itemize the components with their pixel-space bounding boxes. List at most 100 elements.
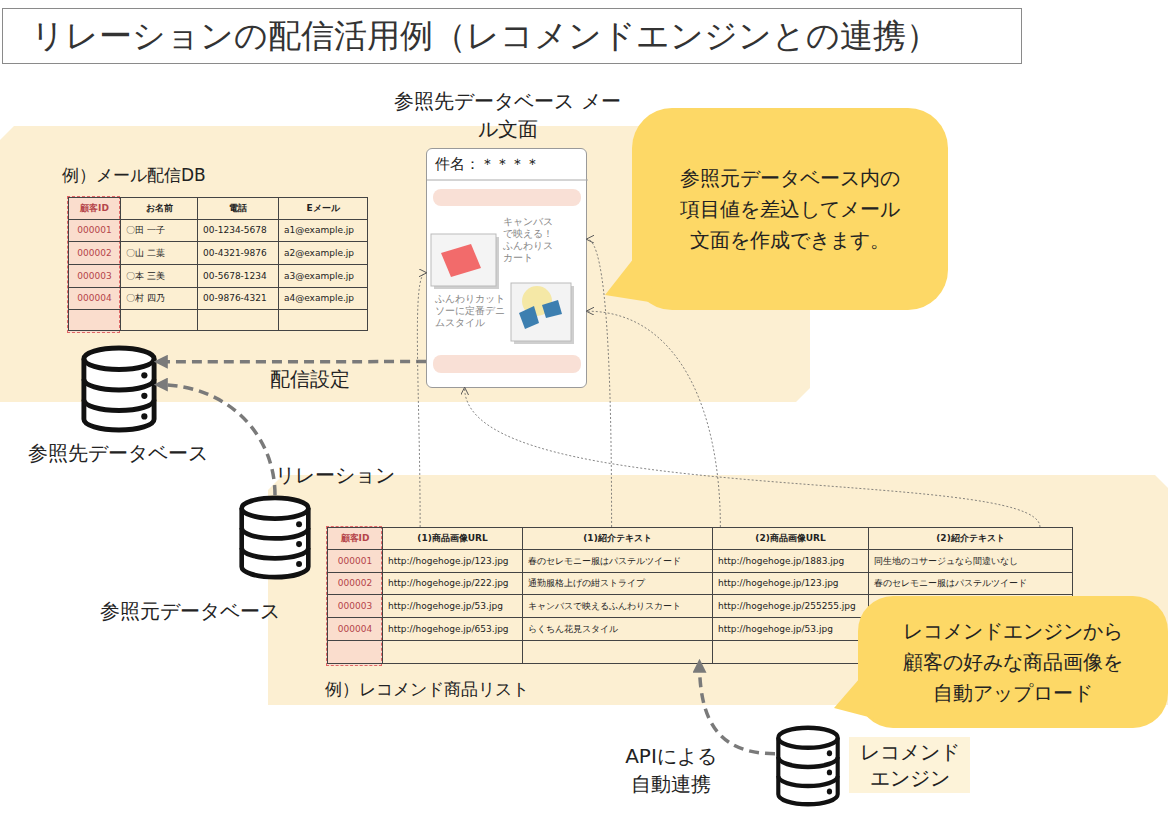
db-dot [141,393,147,399]
table-cell: a2@example.jp [278,241,368,265]
table-cell: http://hogehoge.jp/53.jpg [712,617,869,641]
db-body [84,348,154,430]
table-cell [278,309,368,331]
table-cell-text: 00-4321-9876 [198,242,278,264]
table-cell: キャンバスで映えるふんわりスカート [522,594,713,618]
id-column-highlight [326,526,382,666]
table-cell: 春のセレモニー服はパステルツイード [522,549,713,573]
connector-label: 配信設定 [270,366,350,393]
product-image [431,234,496,286]
db-body [778,728,837,805]
connector [700,663,776,754]
table-cell-text: http://hogehoge.jp/255255.jpg [713,595,868,617]
table-cell-text: 顧客ID [69,198,120,219]
table-cell: 00-9876-4321 [197,287,279,310]
database-icon: 参照先データベース [80,345,158,433]
table-cell: 〇田 一子 [120,219,198,242]
table-cell: a4@example.jp [278,287,368,310]
table-cell-text: 000001 [328,550,382,572]
table-cell: 00-1234-5678 [197,219,279,242]
db-ring [778,776,837,786]
table-cell: 000004 [327,617,383,641]
table-cell: 春のセレモニー服はパステルツイード [868,572,1073,595]
table-cell: 000002 [327,572,383,595]
db-dot [296,561,302,567]
table-cell-text: http://hogehoge.jp/222.jpg [383,573,522,594]
table-cell [68,309,121,331]
table-cell-text: 通勤服格上げの紺ストライプ [523,573,712,594]
callout-bubble: 参照元データベース内の項目値を差込してメール文面を作成できます。 [632,108,948,310]
database-icon: 参照元データベース [238,495,312,580]
table-cell: http://hogehoge.jp/222.jpg [382,572,523,595]
node-text: 件名：＊＊＊＊ [435,155,540,174]
table-cell: (1)商品画像URL [382,527,523,550]
table-cell: http://hogehoge.jp/123.jpg [382,549,523,573]
table-cell: (2)商品画像URL [712,527,869,550]
db-ring [84,379,154,390]
header-bar [433,189,581,206]
table-cell: 〇村 四乃 [120,287,198,310]
database-icon: レコメンドエンジン [775,725,841,807]
table-cell: http://hogehoge.jp/123.jpg [712,572,869,595]
table-cell: (1)紹介テキスト [522,527,713,550]
table-cell-text: 000002 [69,242,120,264]
table-cell-text: (2)紹介テキスト [869,528,1072,549]
table-cell: 〇本 三美 [120,264,198,288]
table-cell: 電話 [197,197,279,220]
table-cell-text: 春のセレモニー服はパステルツイード [523,550,712,572]
table-cell-text: (2)商品画像URL [713,528,868,549]
table-cell: 顧客ID [68,197,121,220]
connector [587,239,612,527]
node-text: 参照元データベース [100,598,280,625]
table-cell-text: 同生地のコサージュなら間違いなし [869,550,1072,572]
table-cell-text: お名前 [121,198,197,219]
table-cell: http://hogehoge.jp/653.jpg [382,617,523,641]
table-cell: 00-4321-9876 [197,241,279,265]
node-text: レコメンドエンジン [849,737,970,793]
node-graphic [775,725,841,807]
connector [587,311,720,527]
node-text: 参照元データベース内の項目値を差込してメール文面を作成できます。 [675,163,905,256]
table-cell: 〇山 二葉 [120,241,198,265]
table-cell-text: a4@example.jp [279,288,367,309]
table-cell-text: 00-9876-4321 [198,288,278,309]
product-image [511,283,571,341]
node-text: ふんわりカットソーに定番デニムスタイル [435,293,507,329]
table-cell: 000001 [68,219,121,242]
table-cell-text: 000001 [69,220,120,241]
table-cell-text: http://hogehoge.jp/653.jpg [383,618,522,640]
db-dot [296,541,302,547]
db-ring [242,508,309,518]
denim-shape [519,306,539,329]
table-cell-text: http://hogehoge.jp/1883.jpg [713,550,868,572]
node-graphic [238,495,312,580]
db-ring [778,738,837,748]
table-cell-text: 00-5678-1234 [198,265,278,287]
table-cell: http://hogehoge.jp/53.jpg [382,594,523,618]
table-cell: 000003 [327,594,383,618]
diagram-title: リレーションの配信活用例（レコメンドエンジンとの連携） [2,8,1022,64]
table-cell-text: 〇本 三美 [121,265,197,287]
table-cell-text: 〇田 一子 [121,220,197,241]
connector [417,273,426,527]
table-cell-text: 〇村 四乃 [121,288,197,309]
table-cell [382,640,523,664]
table-cell-text: 000004 [328,618,382,640]
table-cell-text: 春のセレモニー服はパステルツイード [869,573,1072,594]
db-dot [827,769,832,775]
connector [465,388,1040,527]
table-cell: 同生地のコサージュなら間違いなし [868,549,1073,573]
db-dot [296,521,302,527]
table-cell: 顧客ID [327,527,383,550]
table-cell: 000002 [68,241,121,265]
table-caption: 例）メール配信DB [62,164,206,187]
table-cell: Eメール [278,197,368,220]
table-cell [522,640,713,664]
table-cell: 000001 [327,549,383,573]
db-ring [242,548,309,558]
connector [158,385,275,495]
table-cell-text: (1)紹介テキスト [523,528,712,549]
callout-tail [605,258,662,304]
table-cell: http://hogehoge.jp/255255.jpg [712,594,869,618]
mail-mockup: 参照先データベース メール文面件名：＊＊＊＊キャンバスで映える！ふんわりスカート… [426,148,587,388]
